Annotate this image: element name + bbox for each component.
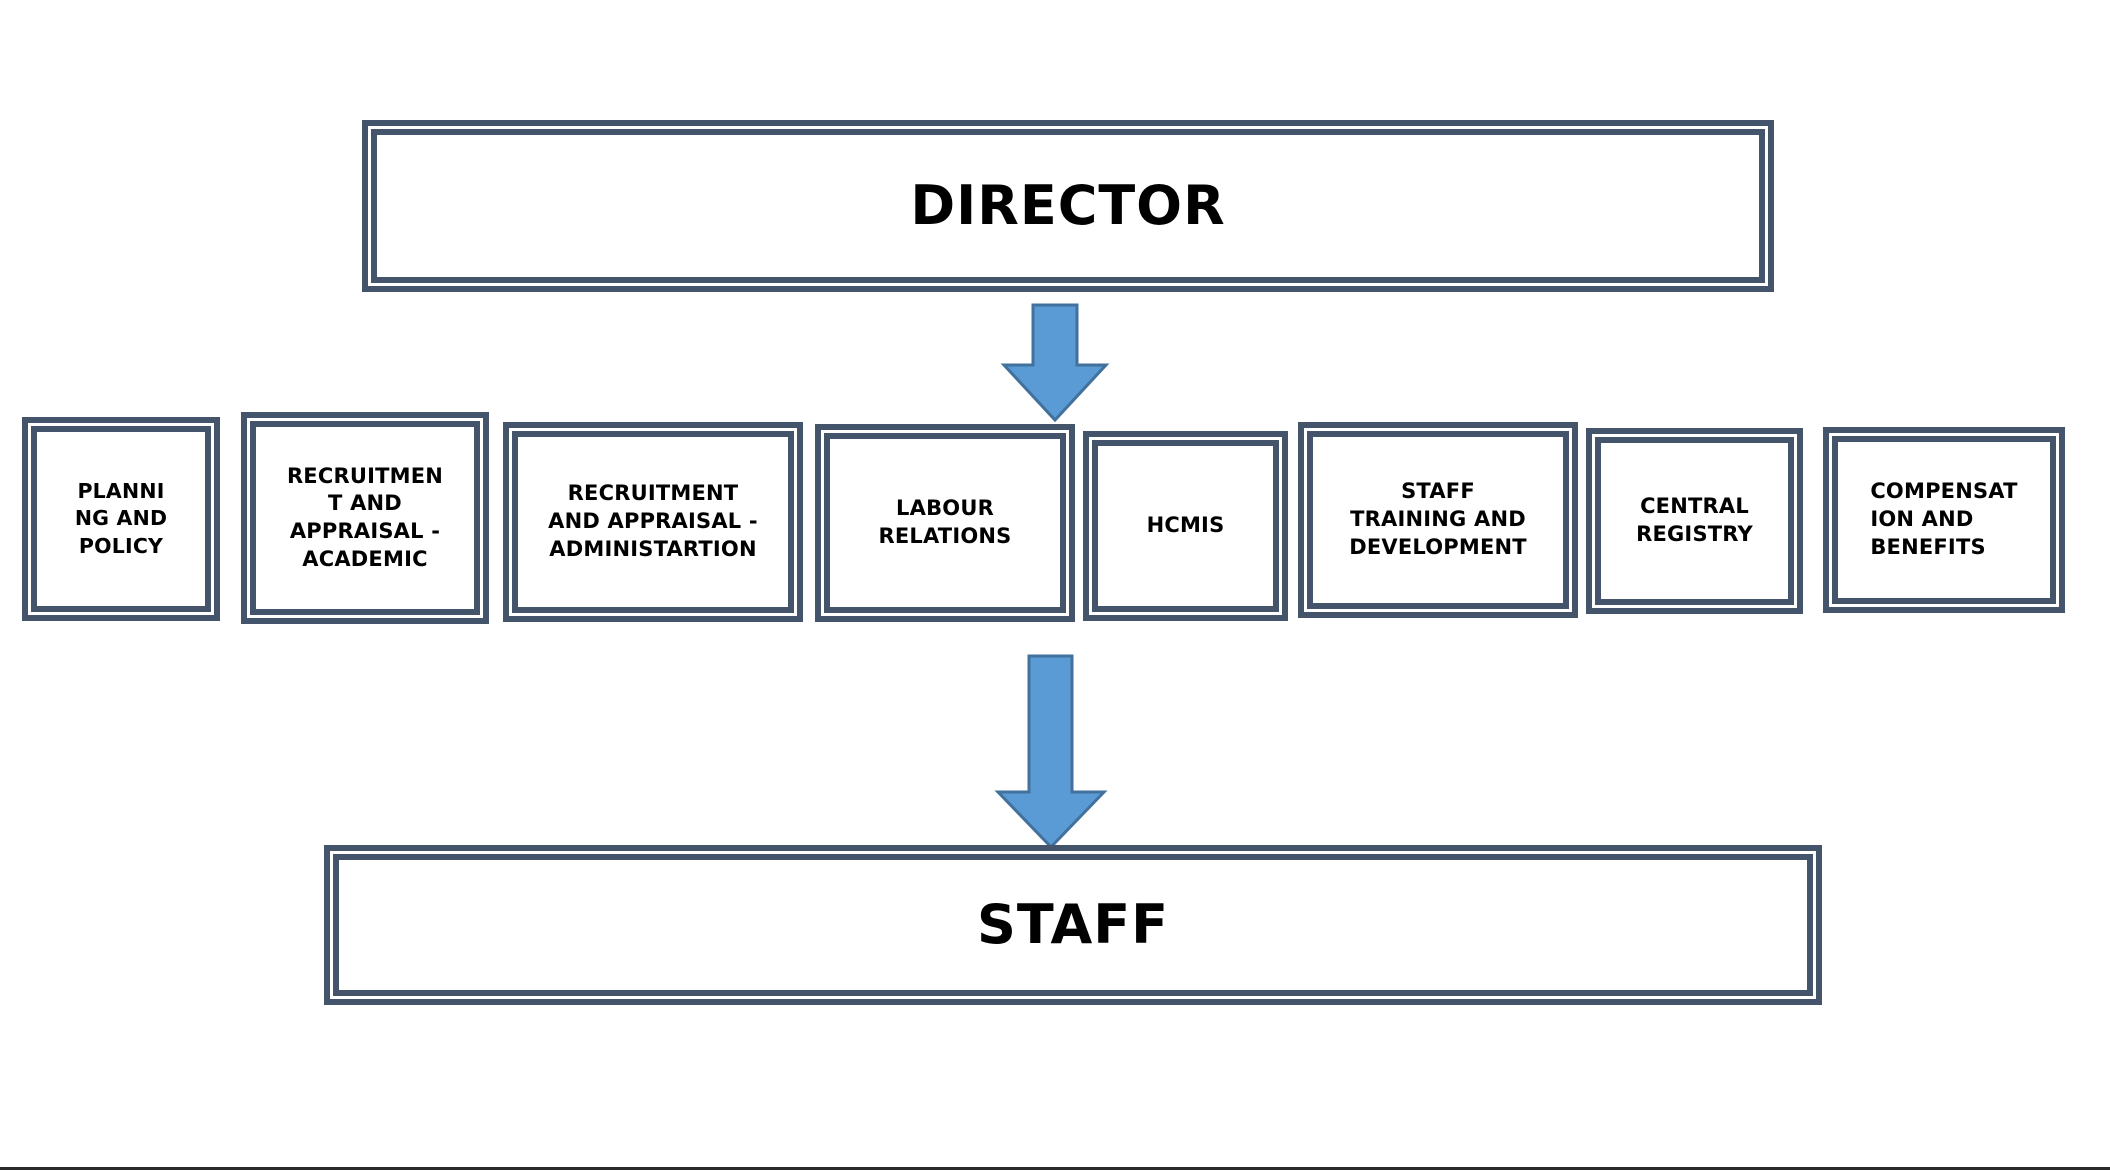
node-director[interactable]: DIRECTOR — [362, 120, 1774, 292]
node-staff-inner: STAFF — [333, 854, 1813, 996]
node-planning-and-policy-label: PLANNI NG AND POLICY — [74, 479, 168, 558]
node-hcmis-label: HCMIS — [1146, 513, 1225, 538]
node-staff-training-and-development-label: STAFF TRAINING AND DEVELOPMENT — [1349, 479, 1527, 559]
page-bottom-rule — [0, 1167, 2110, 1170]
node-recruitment-and-appraisal-administartion[interactable]: RECRUITMENT AND APPRAISAL - ADMINISTARTI… — [503, 422, 803, 622]
node-labour-relations[interactable]: LABOUR RELATIONS — [815, 424, 1075, 622]
node-recruitment-and-appraisal-administartion-inner: RECRUITMENT AND APPRAISAL - ADMINISTARTI… — [512, 431, 794, 613]
node-central-registry[interactable]: CENTRAL REGISTRY — [1586, 428, 1803, 614]
node-director-inner: DIRECTOR — [371, 129, 1765, 283]
node-staff-training-and-development[interactable]: STAFF TRAINING AND DEVELOPMENT — [1298, 422, 1578, 618]
node-central-registry-label: CENTRAL REGISTRY — [1636, 494, 1753, 546]
node-recruitment-and-appraisal-academic-label: RECRUITMEN T AND APPRAISAL - ACADEMIC — [286, 463, 444, 571]
node-compensation-and-benefits[interactable]: COMPENSAT ION AND BENEFITS — [1823, 427, 2065, 613]
node-recruitment-and-appraisal-academic-inner: RECRUITMEN T AND APPRAISAL - ACADEMIC — [250, 421, 480, 615]
node-labour-relations-label: LABOUR RELATIONS — [878, 496, 1012, 548]
node-recruitment-and-appraisal-administartion-label: RECRUITMENT AND APPRAISAL - ADMINISTARTI… — [548, 481, 758, 561]
node-central-registry-inner: CENTRAL REGISTRY — [1595, 437, 1794, 605]
node-staff[interactable]: STAFF — [324, 845, 1822, 1005]
node-director-label: DIRECTOR — [910, 174, 1226, 238]
node-recruitment-and-appraisal-academic[interactable]: RECRUITMEN T AND APPRAISAL - ACADEMIC — [241, 412, 489, 624]
node-hcmis[interactable]: HCMIS — [1083, 431, 1288, 621]
node-staff-training-and-development-inner: STAFF TRAINING AND DEVELOPMENT — [1307, 431, 1569, 609]
node-planning-and-policy-inner: PLANNI NG AND POLICY — [31, 426, 211, 612]
down-arrow-icon-departments-to-staff — [994, 654, 1108, 850]
node-compensation-and-benefits-inner: COMPENSAT ION AND BENEFITS — [1832, 436, 2056, 604]
node-labour-relations-inner: LABOUR RELATIONS — [824, 433, 1066, 613]
node-compensation-and-benefits-label: COMPENSAT ION AND BENEFITS — [1870, 479, 2018, 559]
node-staff-label: STAFF — [976, 893, 1170, 957]
node-hcmis-inner: HCMIS — [1092, 440, 1279, 612]
node-planning-and-policy[interactable]: PLANNI NG AND POLICY — [22, 417, 220, 621]
down-arrow-icon-director-to-departments — [1000, 303, 1110, 423]
